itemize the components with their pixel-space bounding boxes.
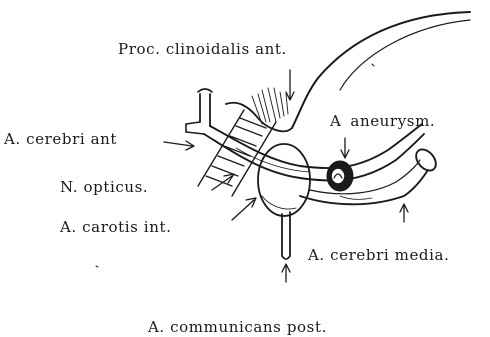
- aneurysm: [327, 161, 353, 191]
- arrow-cerebri-media: [400, 204, 408, 222]
- arrow-cerebri-ant: [164, 141, 194, 150]
- anterior-cerebral-artery: [186, 89, 212, 134]
- label-communicans: A. communicans post.: [148, 318, 327, 336]
- artery-trunk: [204, 124, 424, 180]
- label-opticus: N. opticus.: [60, 178, 148, 196]
- carotid-bulb: [258, 144, 310, 216]
- middle-cerebral-artery: [300, 146, 440, 205]
- label-aneurysm: A aneurysm.: [330, 112, 435, 130]
- arrow-communicans: [282, 264, 290, 282]
- label-carotis: A. carotis int.: [60, 218, 171, 236]
- arrow-aneurysm: [341, 138, 349, 158]
- label-proc-clinoidalis: Proc. clinoidalis ant.: [118, 40, 287, 58]
- label-cerebri-ant: A. cerebri ant: [4, 130, 117, 148]
- label-cerebri-media: A. cerebri media.: [308, 246, 449, 264]
- arrow-opticus: [212, 174, 234, 190]
- arrow-proc-clinoidalis: [286, 70, 294, 100]
- arrow-carotis: [232, 198, 256, 220]
- posterior-communicating-artery: [282, 212, 290, 259]
